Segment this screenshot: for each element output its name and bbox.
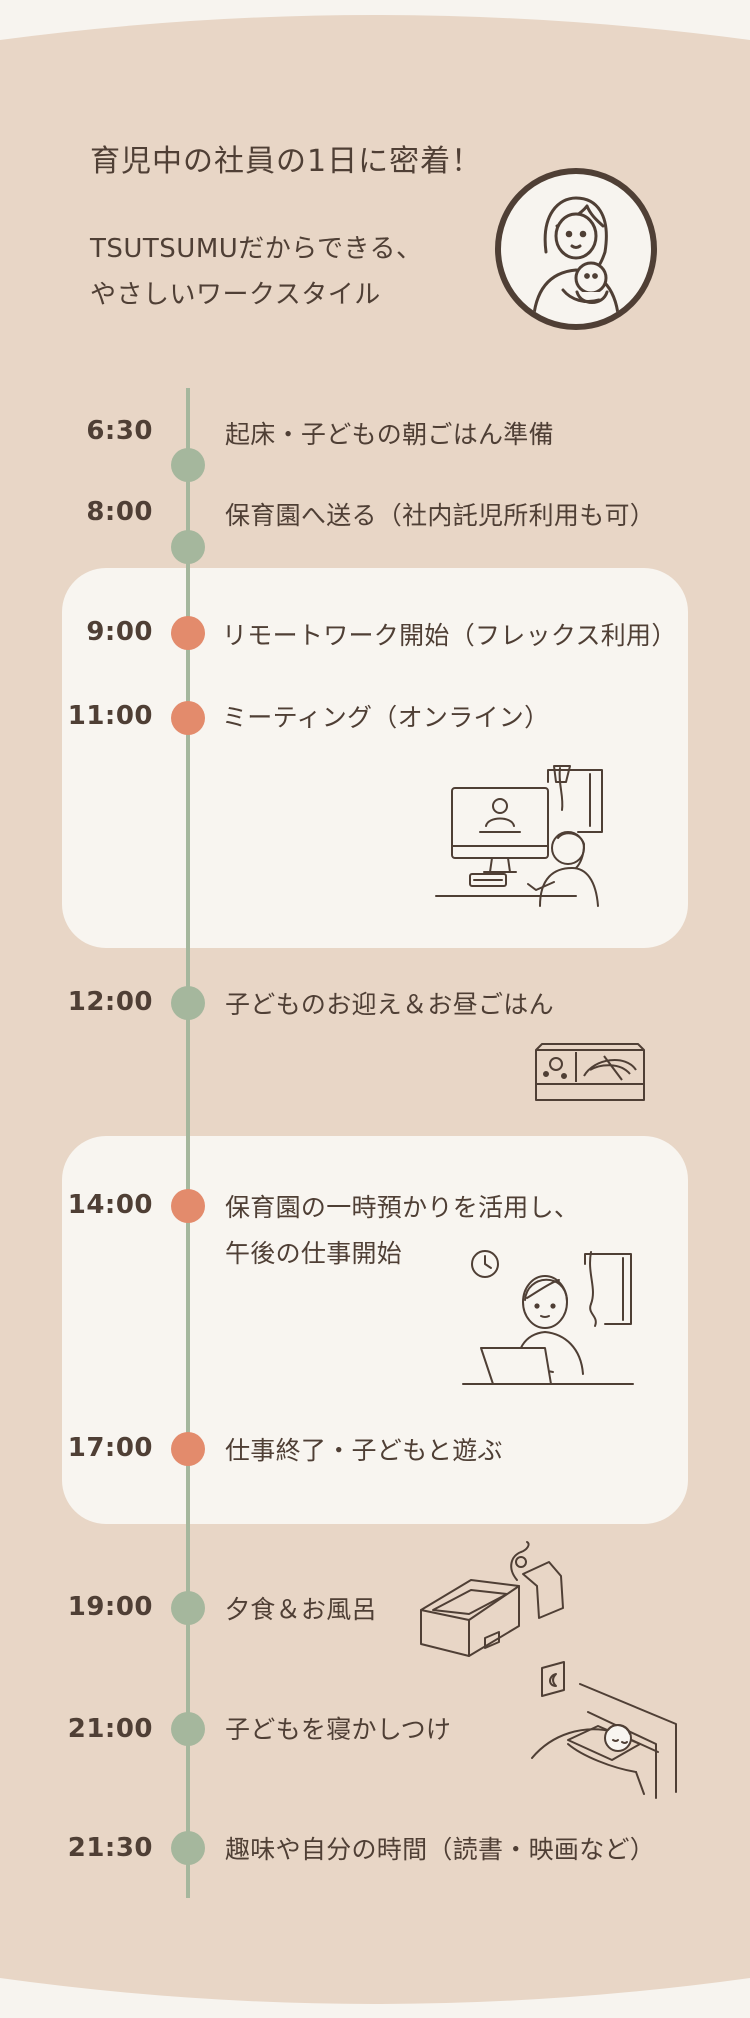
time-2100: 21:00 xyxy=(67,1714,153,1744)
timeline-dot-1100 xyxy=(171,701,205,735)
schedule-label-0630: 起床・子どもの朝ごはん準備 xyxy=(225,420,554,449)
online-meeting-illustration xyxy=(435,765,603,907)
time-1100: 11:00 xyxy=(67,701,153,731)
timeline-dot-0900 xyxy=(171,616,205,650)
time-1400: 14:00 xyxy=(67,1190,153,1220)
mother-with-baby-icon xyxy=(495,168,657,330)
timeline-line xyxy=(186,388,190,1898)
time-2130: 21:30 xyxy=(67,1833,153,1863)
schedule-label-1900: 夕食＆お風呂 xyxy=(225,1595,377,1624)
work-block-card-afternoon xyxy=(62,1136,688,1524)
page-subtitle-line2: やさしいワークスタイル xyxy=(90,280,381,310)
time-1200: 12:00 xyxy=(67,987,153,1017)
schedule-label-2100: 子どもを寝かしつけ xyxy=(225,1715,452,1744)
timeline-dot-1900 xyxy=(171,1591,205,1625)
time-1900: 19:00 xyxy=(67,1592,153,1622)
timeline-dot-0630 xyxy=(171,448,205,482)
time-0900: 9:00 xyxy=(86,617,153,647)
bento-box-illustration xyxy=(535,1043,645,1101)
schedule-label-1200: 子どものお迎え＆お昼ごはん xyxy=(225,990,554,1019)
timeline-dot-1200 xyxy=(171,986,205,1020)
time-0800: 8:00 xyxy=(86,497,153,527)
schedule-label-1700: 仕事終了・子どもと遊ぶ xyxy=(225,1436,503,1465)
page-subtitle-line1: TSUTSUMUだからできる、 xyxy=(90,234,423,264)
timeline-dot-2100 xyxy=(171,1712,205,1746)
time-1700: 17:00 xyxy=(67,1433,153,1463)
schedule-label-1100: ミーティング（オンライン） xyxy=(222,703,550,732)
page-title: 育児中の社員の1日に密着！ xyxy=(90,144,483,179)
timeline-dot-1700 xyxy=(171,1432,205,1466)
time-0630: 6:30 xyxy=(86,416,153,446)
laptop-work-illustration xyxy=(462,1250,634,1385)
schedule-label-1400: 保育園の一時預かりを活用し、 xyxy=(225,1193,580,1222)
sleeping-child-illustration xyxy=(531,1661,677,1799)
timeline-dot-2130 xyxy=(171,1831,205,1865)
schedule-label-0800: 保育園へ送る（社内託児所利用も可） xyxy=(225,501,656,530)
bathtub-illustration xyxy=(420,1541,564,1657)
timeline-dot-1400 xyxy=(171,1189,205,1223)
schedule-label-2130: 趣味や自分の時間（読書・映画など） xyxy=(225,1835,656,1864)
schedule-label-1400-line2: 午後の仕事開始 xyxy=(225,1239,403,1268)
work-block-card-morning xyxy=(62,568,688,948)
schedule-label-0900: リモートワーク開始（フレックス利用） xyxy=(222,621,677,650)
timeline-dot-0800 xyxy=(171,530,205,564)
